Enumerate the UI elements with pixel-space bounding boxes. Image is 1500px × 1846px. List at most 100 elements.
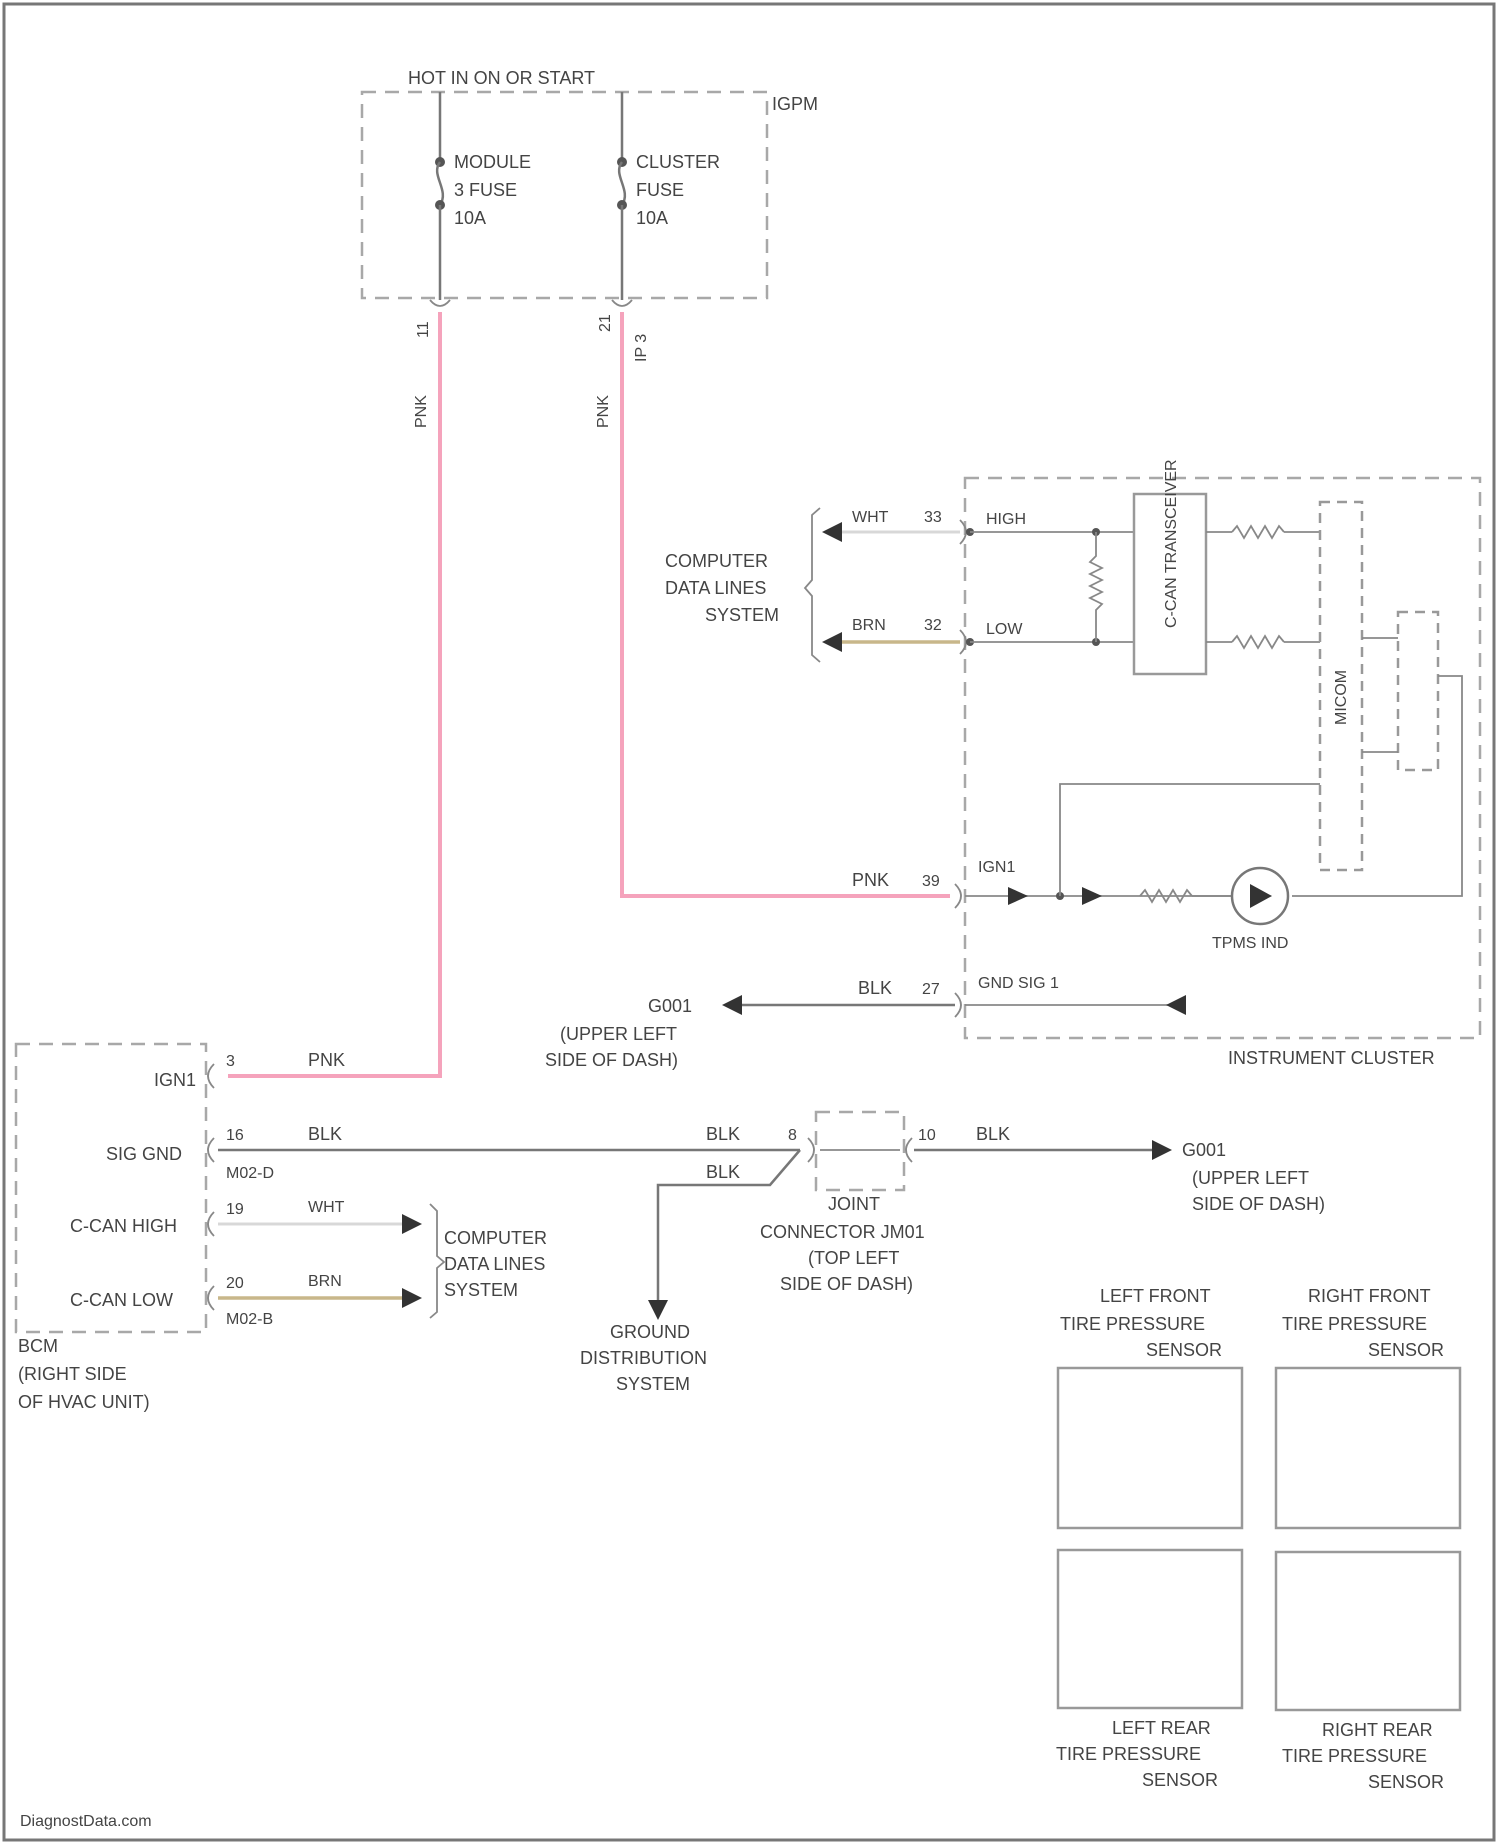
pink-wire-right-label: PNK — [595, 395, 612, 428]
cluster-pin-ign: 39 — [922, 873, 940, 890]
bcm-can-low-arrow — [402, 1288, 422, 1308]
bcm-pin-ign: 3 — [226, 1053, 235, 1070]
fuse-right-number: FUSE — [636, 180, 684, 200]
sensor-rf-label-3: SENSOR — [1368, 1340, 1444, 1360]
ground-g2-arrow — [1152, 1140, 1172, 1160]
fuse-right-pin: 21 — [597, 314, 614, 332]
sensor-right-front — [1276, 1368, 1460, 1528]
cluster-gnd-arrow — [1166, 995, 1186, 1015]
instrument-cluster: INSTRUMENT CLUSTER COMPUTER DATA LINES S… — [545, 459, 1480, 1070]
bcm-wht-label: WHT — [308, 1199, 345, 1216]
ground-g1-loc2: SIDE OF DASH) — [545, 1050, 678, 1070]
cluster-gnd-ground-arrow — [722, 995, 742, 1015]
cluster-high-label: HIGH — [986, 511, 1026, 528]
joint-right-blk-label: BLK — [976, 1124, 1010, 1144]
bcm-pin-low: 20 — [226, 1275, 244, 1292]
cluster-pin-gnd-mark — [955, 993, 961, 1017]
bcm-name: BCM — [18, 1336, 58, 1356]
tpms-label: TPMS IND — [1212, 935, 1288, 952]
sensor-rr-label-3: SENSOR — [1368, 1772, 1444, 1792]
sensor-lr-label-2: TIRE PRESSURE — [1056, 1744, 1201, 1764]
sensor-lf-label-3: SENSOR — [1146, 1340, 1222, 1360]
joint-pin-right-mark — [906, 1138, 912, 1162]
ground-g2-id: G001 — [1182, 1140, 1226, 1160]
joint-label-4: SIDE OF DASH) — [780, 1274, 913, 1294]
bcm-pin-high-mark — [208, 1212, 214, 1236]
sensor-left-rear — [1058, 1550, 1242, 1708]
cluster-data-lines-2: DATA LINES — [665, 578, 766, 598]
ground-dist-2: DISTRIBUTION — [580, 1348, 707, 1368]
cluster-can-high-arrow — [822, 522, 842, 542]
fuse-right-name: CLUSTER — [636, 152, 720, 172]
fuse-box: HOT IN ON OR START IGPM MODULE 3 FUSE 10… — [362, 68, 818, 362]
fuse-right-element — [619, 162, 625, 205]
cluster-ign-label: IGN1 — [978, 859, 1015, 876]
fuse-right-rating: 10A — [636, 208, 668, 228]
ground-dist-1: GROUND — [610, 1322, 690, 1342]
cluster-ign-arrow-1 — [1008, 887, 1028, 905]
fuse-left-name: MODULE — [454, 152, 531, 172]
cluster-data-lines-brace — [805, 508, 820, 662]
bcm-pin-ign-mark — [208, 1064, 214, 1088]
sensor-rr-label-2: TIRE PRESSURE — [1282, 1746, 1427, 1766]
cluster-gnd-label: GND SIG 1 — [978, 975, 1059, 992]
ground-g1-loc1: (UPPER LEFT — [560, 1024, 677, 1044]
fuse-box-header: HOT IN ON OR START — [408, 68, 595, 88]
pink-wires: PNK PNK PNK PNK — [228, 312, 950, 1076]
pink-wire-to-bcm — [228, 312, 440, 1076]
micom-link-high-resistor — [1232, 526, 1284, 538]
joint-pin-left: 8 — [788, 1127, 797, 1144]
micom-label: MICOM — [1333, 670, 1350, 725]
bcm-brn-label: BRN — [308, 1273, 342, 1290]
cluster-data-lines-3: SYSTEM — [705, 605, 779, 625]
fuse-right-pin-mark — [612, 300, 632, 306]
bcm-location-1: (RIGHT SIDE — [18, 1364, 127, 1384]
cluster-pin-gnd: 27 — [922, 981, 940, 998]
cluster-can-low-arrow — [822, 632, 842, 652]
bcm-pin-low-mark — [208, 1286, 214, 1310]
ground-g1-id: G001 — [648, 996, 692, 1016]
sensor-rf-label-2: TIRE PRESSURE — [1282, 1314, 1427, 1334]
cluster-pin-low: 32 — [924, 617, 942, 634]
ground-g2-loc1: (UPPER LEFT — [1192, 1168, 1309, 1188]
ground-dist-3: SYSTEM — [616, 1374, 690, 1394]
splice-blk-label-1: BLK — [706, 1124, 740, 1144]
bcm-pin-gnd: 16 — [226, 1127, 244, 1144]
cluster-brn-label: BRN — [852, 617, 886, 634]
bcm-data-lines-3: SYSTEM — [444, 1280, 518, 1300]
bcm-data-lines-2: DATA LINES — [444, 1254, 545, 1274]
sensor-lr-label-3: SENSOR — [1142, 1770, 1218, 1790]
ground-dist-arrow — [648, 1300, 668, 1320]
sensor-rr-label-1: RIGHT REAR — [1322, 1720, 1433, 1740]
bcm-can-low-label: C-CAN LOW — [70, 1290, 173, 1310]
fuse-right-connector: IP 3 — [633, 334, 650, 362]
joint-pin-left-mark — [808, 1138, 814, 1162]
bcm-data-lines-brace — [430, 1204, 444, 1318]
bcm-blk-label: BLK — [308, 1124, 342, 1144]
cluster-ign-arrow-2 — [1082, 887, 1102, 905]
fuse-left-pin-mark — [430, 300, 450, 306]
sensor-rf-label-1: RIGHT FRONT — [1308, 1286, 1431, 1306]
bcm-ign-label: IGN1 — [154, 1070, 196, 1090]
cluster-pin-low-mark — [960, 630, 966, 654]
pink-wire-cluster-label: PNK — [852, 870, 889, 890]
bcm-pin-gnd-mark — [208, 1138, 214, 1162]
fuse-left-pin: 11 — [415, 321, 432, 338]
joint-label-3: (TOP LEFT — [808, 1248, 899, 1268]
bcm-conn-gnd: M02-D — [226, 1165, 274, 1182]
bcm-can-high-arrow — [402, 1214, 422, 1234]
watermark: DiagnostData.com — [20, 1813, 152, 1830]
cluster-pin-high: 33 — [924, 509, 942, 526]
pink-wire-left-label: PNK — [413, 395, 430, 428]
joint-label-1: JOINT — [828, 1194, 880, 1214]
joint-connector-boundary — [816, 1112, 904, 1190]
cluster-wht-label: WHT — [852, 509, 889, 526]
can-transceiver-label: C-CAN TRANSCEIVER — [1163, 459, 1180, 628]
fuse-box-id: IGPM — [772, 94, 818, 114]
pink-wire-bcm-label: PNK — [308, 1050, 345, 1070]
bcm-sig-gnd-label: SIG GND — [106, 1144, 182, 1164]
cluster-blk-label: BLK — [858, 978, 892, 998]
splice-blk-label-2: BLK — [706, 1162, 740, 1182]
sensor-left-front — [1058, 1368, 1242, 1528]
